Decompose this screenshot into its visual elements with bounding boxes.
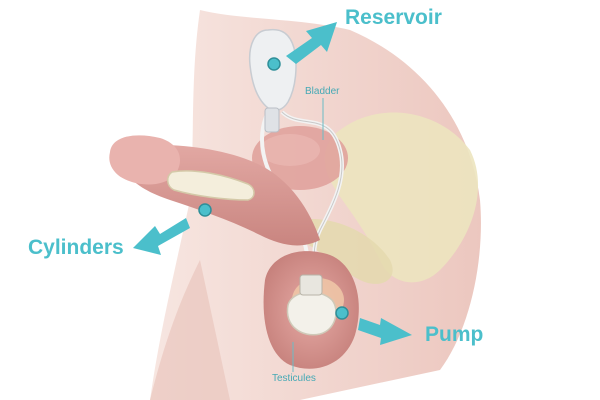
bladder-label: Bladder xyxy=(305,86,340,97)
pelvic-bone xyxy=(324,112,479,283)
pelvic-bone-lower xyxy=(300,219,393,284)
glans xyxy=(109,135,180,185)
pump-arrow xyxy=(358,318,412,345)
thigh-shadow xyxy=(150,260,230,400)
reservoir-label: Reservoir xyxy=(345,6,442,29)
reservoir-marker xyxy=(267,57,281,71)
cylinders-device xyxy=(167,170,255,201)
cylinders-arrow xyxy=(133,218,190,255)
testicules-label: Testicules xyxy=(272,373,316,384)
reservoir-arrow xyxy=(286,22,337,64)
pump-device xyxy=(286,291,337,336)
pump-marker xyxy=(335,306,349,320)
cylinders-marker xyxy=(198,203,212,217)
pump-label: Pump xyxy=(425,323,484,346)
reservoir-connector xyxy=(264,107,280,133)
bladder-highlight xyxy=(260,134,320,166)
torso-silhouette xyxy=(150,10,481,400)
pump-valve xyxy=(299,274,323,296)
cylinders-label: Cylinders xyxy=(28,236,124,259)
